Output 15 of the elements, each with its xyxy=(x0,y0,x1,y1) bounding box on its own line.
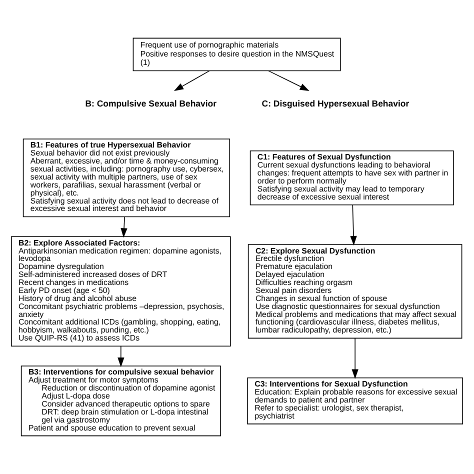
arrow xyxy=(174,70,210,92)
node-box: B3: Interventions for compulsive sexual behavior Adjust treatment for motor symptoms Reduction or discontinuation of dopamine agonist Adjust L-dopa dose Consider advanced therapeutic options to spare DRT: deep brain stimulation or L-dopa intestinal gel via gastrostomy Patient and spouse education to prevent sexual xyxy=(20,366,221,436)
node-box: B1: Features of true Hypersexual Behavior Sexual behavior did not exist previously Aberrant, excessive, and/or time & money-consuming sexual activities, including: pornography use, cybersex, sexual activity with multiple partners, use of sex workers, parafilias, sexual harassment (verbal or physical), etc. Satisfying sexual activity does not lead to decrease of excessive sexual interest and behavior xyxy=(22,138,230,218)
arrow xyxy=(350,204,357,246)
node-text: C: Disguised Hypersexual Behavior xyxy=(262,98,410,108)
arrow xyxy=(352,338,358,379)
node-box: C1: Features of Sexual Dysfunction Current sexual dysfunctions leading to behavioral changes: frequent attempts to have sex with partner in order to perform normally Satisfying sexual activity may lead to temporary decrease of excessive sexual interest xyxy=(250,150,454,206)
node-text: B: Compulsive Sexual Behavior xyxy=(85,98,217,108)
node-box: B2: Explore Associated Factors: Antiparkinsonian medication regimen: dopamine agonists, levodopa Dopamine dysregulation Self-administered increased doses of DRT Recent changes in medications Early PD onset (age < 50) History of drug and alcohol abuse Concomitant psychiatric problems –depression, psychosis, anxiety Concomitant additional ICDs (gambling, shopping, eating, hobbyism, walkabouts, punding, etc.) Use QUIP-RS (41) to assess ICDs xyxy=(10,236,231,347)
node-box: Frequent use of pornographic materials Positive responses to desire question in the NMSQuest (1) xyxy=(132,38,341,72)
arrow xyxy=(118,346,124,368)
arrow xyxy=(268,70,310,91)
node-box: C2: Explore Sexual Dysfunction Erectile dysfunction Premature ejaculation Delayed ejaculation Difficulties reaching orgasm Sexual pain disorders Changes in sexual function of spouse Use diagnostic questionnaires for sexual dysfunction Medical problems and medications that may affect sexual functioning (cardiovascular illness, diabetes mellitus, lumbar radiculopathy, depression, etc.) xyxy=(248,244,462,339)
node-box: C3: Interventions for Sexual Dysfunction Education: Explain probable reasons for excessive sexual demands to patient and partner Refer to specialist: urologist, sex therapist, psychiatrist xyxy=(247,377,464,424)
arrow xyxy=(120,216,128,238)
